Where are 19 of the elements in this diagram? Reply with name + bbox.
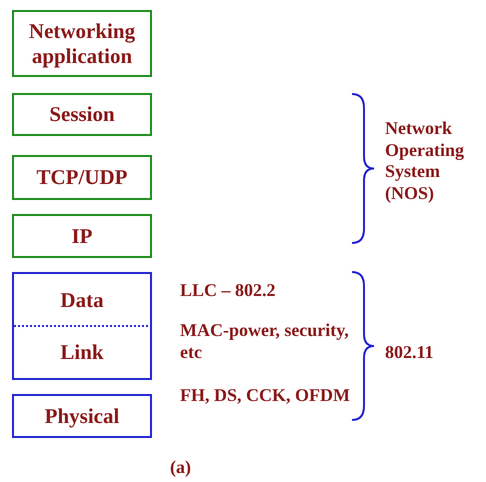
layer-box [12, 10, 152, 77]
side-note: Network Operating System (NOS) [385, 118, 465, 204]
side-note: 802.11 [385, 342, 435, 364]
side-note: FH, DS, CCK, OFDM [180, 385, 350, 407]
layer-box [12, 394, 152, 438]
caption: (a) [170, 457, 191, 479]
layer-box [12, 272, 152, 380]
layer-label: TCP/UDP [36, 165, 128, 190]
layer-label: IP [72, 224, 92, 248]
side-note: MAC-power, security, etc [180, 320, 350, 364]
layer-label: Link [60, 340, 104, 364]
layer-label: Data [60, 288, 104, 312]
layer-label: Networking application [28, 19, 136, 68]
layer-box [12, 214, 152, 258]
layer-label: Physical [44, 404, 120, 428]
layer-label: Session [49, 102, 115, 127]
layer-box [12, 155, 152, 200]
layer-box [12, 93, 152, 136]
side-note: LLC – 802.2 [180, 280, 277, 302]
